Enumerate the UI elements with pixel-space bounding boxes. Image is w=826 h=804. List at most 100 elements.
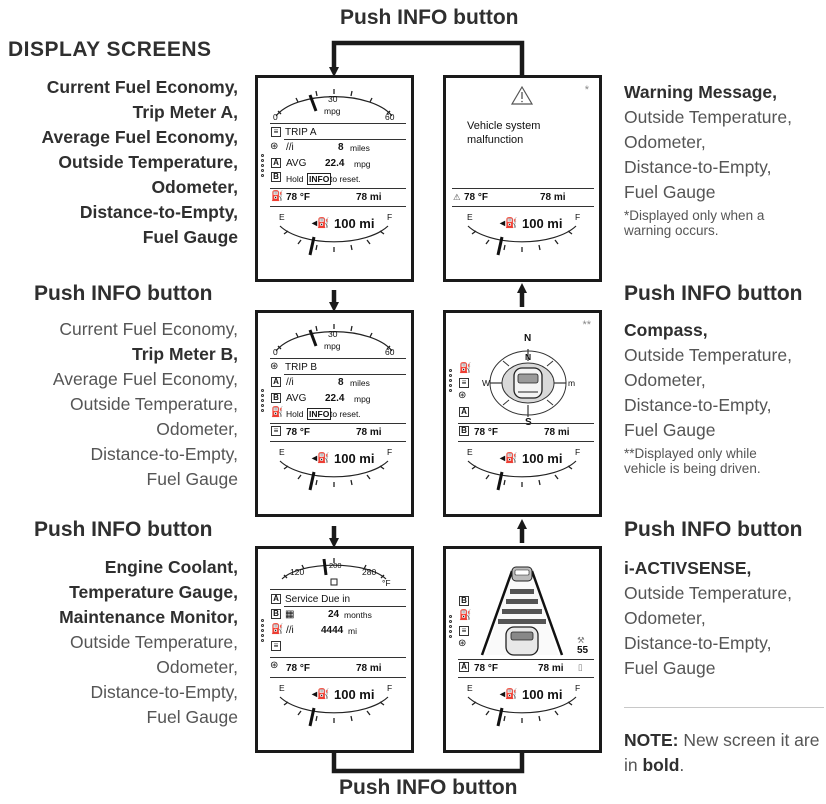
note-divider bbox=[624, 707, 824, 708]
odometer: 78 mi bbox=[356, 192, 382, 203]
coolant-min-label: 120 bbox=[290, 567, 305, 577]
desc-line: Average Fuel Economy, bbox=[52, 369, 238, 389]
desc-line: Fuel Gauge bbox=[146, 707, 238, 727]
compass-west: W bbox=[482, 378, 491, 388]
bottom-push-info-label: Push INFO button bbox=[339, 776, 518, 799]
distance-to-empty: 100 mi bbox=[334, 687, 375, 702]
dte-pump-icon: ◂⛽ bbox=[312, 453, 330, 464]
compass-north-outer: N bbox=[524, 333, 532, 344]
trip-title: TRIP B bbox=[285, 362, 318, 373]
road-icon: //i bbox=[286, 377, 294, 388]
desc-activsense: i-ACTIVSENSE, Outside Temperature, Odome… bbox=[624, 556, 792, 681]
page-dots bbox=[449, 615, 452, 640]
desc-line: Maintenance Monitor, bbox=[59, 607, 238, 627]
desc-line: Outside Temperature, bbox=[624, 583, 792, 603]
fuel-empty-label: E bbox=[467, 683, 473, 693]
desc-line: Distance-to-Empty, bbox=[79, 202, 238, 222]
mode-b-icon: B bbox=[459, 426, 469, 436]
distance-to-empty: 100 mi bbox=[522, 216, 563, 231]
fuel-empty-label: E bbox=[467, 212, 473, 222]
steering-icon: ⊛ bbox=[458, 390, 467, 401]
fuel-empty-label: E bbox=[467, 447, 473, 457]
desc-line: Distance-to-Empty, bbox=[624, 157, 772, 177]
distance-to-empty: 100 mi bbox=[522, 687, 563, 702]
reset-text: to reset. bbox=[330, 409, 361, 419]
outside-temp: 78 °F bbox=[474, 427, 499, 438]
note-text: New screen it are in bbox=[624, 730, 820, 775]
fuel-full-label: F bbox=[387, 212, 393, 222]
outside-temp: 78 °F bbox=[286, 663, 311, 674]
dte-pump-icon: ◂⛽ bbox=[500, 689, 518, 700]
door-icon: ▯ bbox=[578, 662, 583, 672]
fuel-pump-icon: ⛽ bbox=[459, 610, 472, 621]
mode-b-icon: B bbox=[459, 596, 469, 606]
fuel-gauge bbox=[279, 696, 389, 727]
desc-line: Trip Meter B, bbox=[132, 344, 238, 364]
desc-line: Distance-to-Empty, bbox=[90, 444, 239, 464]
avg-label: AVG bbox=[286, 393, 307, 404]
gauge-unit-label: mpg bbox=[324, 106, 341, 116]
dte-pump-icon: ◂⛽ bbox=[500, 453, 518, 464]
desc-line: Distance-to-Empty, bbox=[624, 633, 772, 653]
desc-line: Compass, bbox=[624, 320, 708, 340]
distance-to-empty: 100 mi bbox=[522, 451, 563, 466]
fuel-pump-icon: ⛽ bbox=[271, 407, 284, 418]
desc-line: Odometer, bbox=[156, 657, 238, 677]
fuel-full-label: F bbox=[387, 447, 393, 457]
note: NOTE: New screen it are in bold. bbox=[624, 728, 824, 778]
compass-rose bbox=[489, 349, 567, 417]
divider bbox=[452, 206, 594, 207]
desc-line: Outside Temperature, bbox=[70, 394, 238, 414]
miles-unit: mi bbox=[348, 626, 357, 636]
desc-trip-b: Current Fuel Economy, Trip Meter B, Aver… bbox=[53, 317, 238, 492]
mode-a-icon: A bbox=[271, 158, 281, 168]
months-value: 24 bbox=[328, 609, 340, 620]
outside-temp: 78 °F bbox=[464, 192, 489, 203]
fuel-gauge bbox=[467, 696, 577, 727]
divider bbox=[284, 139, 406, 140]
compass-north-inner: N bbox=[525, 352, 532, 362]
desc-line: Odometer, bbox=[151, 177, 238, 197]
page-dots bbox=[261, 154, 264, 179]
arrow-bottom-loop bbox=[331, 752, 525, 774]
mpg-gauge bbox=[275, 89, 393, 117]
hold-text: Hold bbox=[286, 174, 304, 184]
push-info-label: Push INFO button bbox=[624, 518, 803, 541]
push-info-label: Push INFO button bbox=[624, 282, 803, 305]
compass-footnote-marker: ** bbox=[582, 319, 591, 331]
avg-value: 22.4 bbox=[325, 393, 345, 404]
dte-pump-icon: ◂⛽ bbox=[500, 218, 518, 229]
desc-line: Odometer, bbox=[624, 132, 706, 152]
note-end: . bbox=[679, 755, 685, 775]
months-unit: months bbox=[344, 610, 372, 620]
steering-icon: ⊛ bbox=[270, 141, 279, 152]
screen-maintenance: 120 200 280 °F A Service Due in B ▦ 24 m… bbox=[255, 546, 414, 753]
fuel-full-label: F bbox=[575, 447, 581, 457]
page-dots bbox=[449, 369, 452, 394]
divider bbox=[270, 441, 406, 442]
outside-temp: 78 °F bbox=[286, 192, 311, 203]
road-icon: //i bbox=[286, 625, 294, 636]
desc-line: Outside Temperature, bbox=[70, 632, 238, 652]
trip-title: TRIP A bbox=[285, 127, 317, 138]
dte-pump-icon: ◂⛽ bbox=[312, 218, 330, 229]
desc-line: Fuel Gauge bbox=[146, 469, 238, 489]
divider bbox=[270, 358, 406, 359]
fuel-economy-icon: ≡ bbox=[459, 378, 469, 388]
desc-line: Fuel Gauge bbox=[624, 658, 716, 678]
fuel-gauge bbox=[467, 225, 577, 256]
odometer: 78 mi bbox=[544, 427, 570, 438]
dte-pump-icon: ◂⛽ bbox=[312, 689, 330, 700]
info-button-glyph: INFO bbox=[307, 408, 332, 420]
compass-south: S bbox=[525, 417, 532, 428]
avg-unit: mpg bbox=[354, 159, 371, 169]
desc-line: Current Fuel Economy, bbox=[59, 319, 238, 339]
fuel-gauge bbox=[467, 460, 577, 491]
screen-compass: ** N N W m S ⛽ ≡ ⊛ A B 78 °F 78 mi E F bbox=[443, 310, 602, 517]
desc-line: Temperature Gauge, bbox=[69, 582, 238, 602]
mode-a-icon: A bbox=[459, 407, 469, 417]
odometer: 78 mi bbox=[540, 192, 566, 203]
page-dots bbox=[261, 389, 264, 414]
coolant-max-label: 280 bbox=[362, 567, 377, 577]
